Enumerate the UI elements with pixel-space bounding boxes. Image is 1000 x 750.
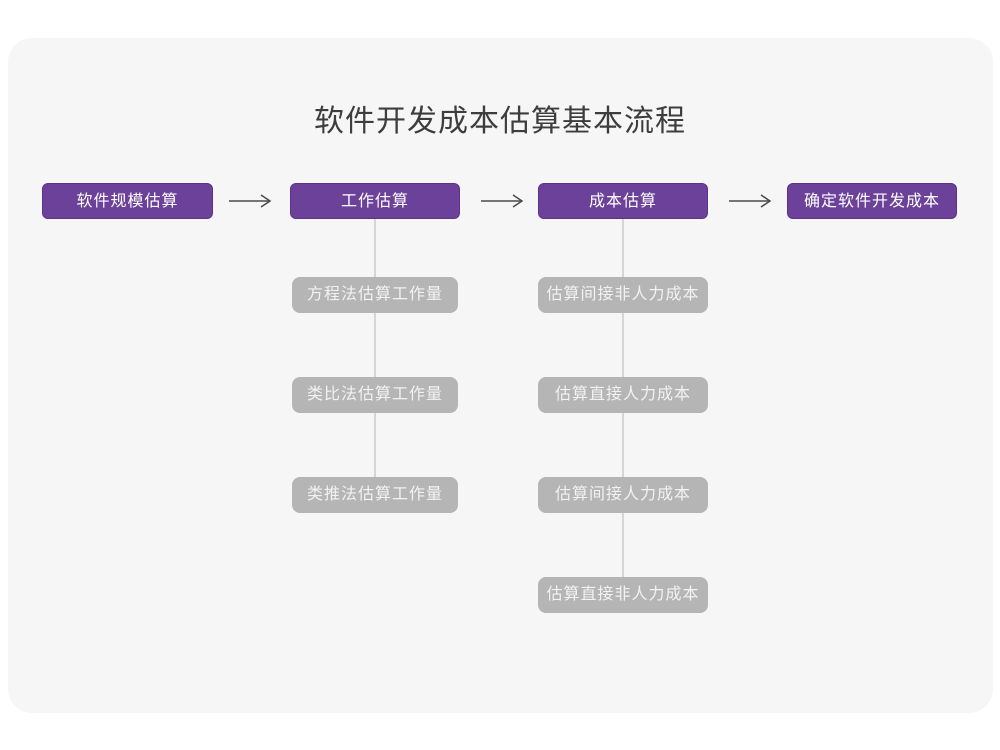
sub-box-extrapolation-method: 类推法估算工作量 xyxy=(292,477,458,513)
diagram-card xyxy=(8,38,993,713)
arrow-icon xyxy=(480,193,526,209)
arrow-icon xyxy=(728,193,774,209)
connector-line-work-estimation xyxy=(374,219,376,495)
sub-box-indirect-non-labor-cost: 估算间接非人力成本 xyxy=(538,277,708,313)
step-box-cost-estimation: 成本估算 xyxy=(538,183,708,219)
sub-box-equation-method: 方程法估算工作量 xyxy=(292,277,458,313)
step-box-software-scale-estimation: 软件规模估算 xyxy=(42,183,213,219)
step-box-work-estimation: 工作估算 xyxy=(290,183,460,219)
arrow-icon xyxy=(228,193,274,209)
sub-box-indirect-labor-cost: 估算间接人力成本 xyxy=(538,477,708,513)
diagram-title: 软件开发成本估算基本流程 xyxy=(314,105,686,138)
sub-box-direct-non-labor-cost: 估算直接非人力成本 xyxy=(538,577,708,613)
sub-box-analogy-method: 类比法估算工作量 xyxy=(292,377,458,413)
sub-box-direct-labor-cost: 估算直接人力成本 xyxy=(538,377,708,413)
step-box-determine-dev-cost: 确定软件开发成本 xyxy=(787,183,957,219)
